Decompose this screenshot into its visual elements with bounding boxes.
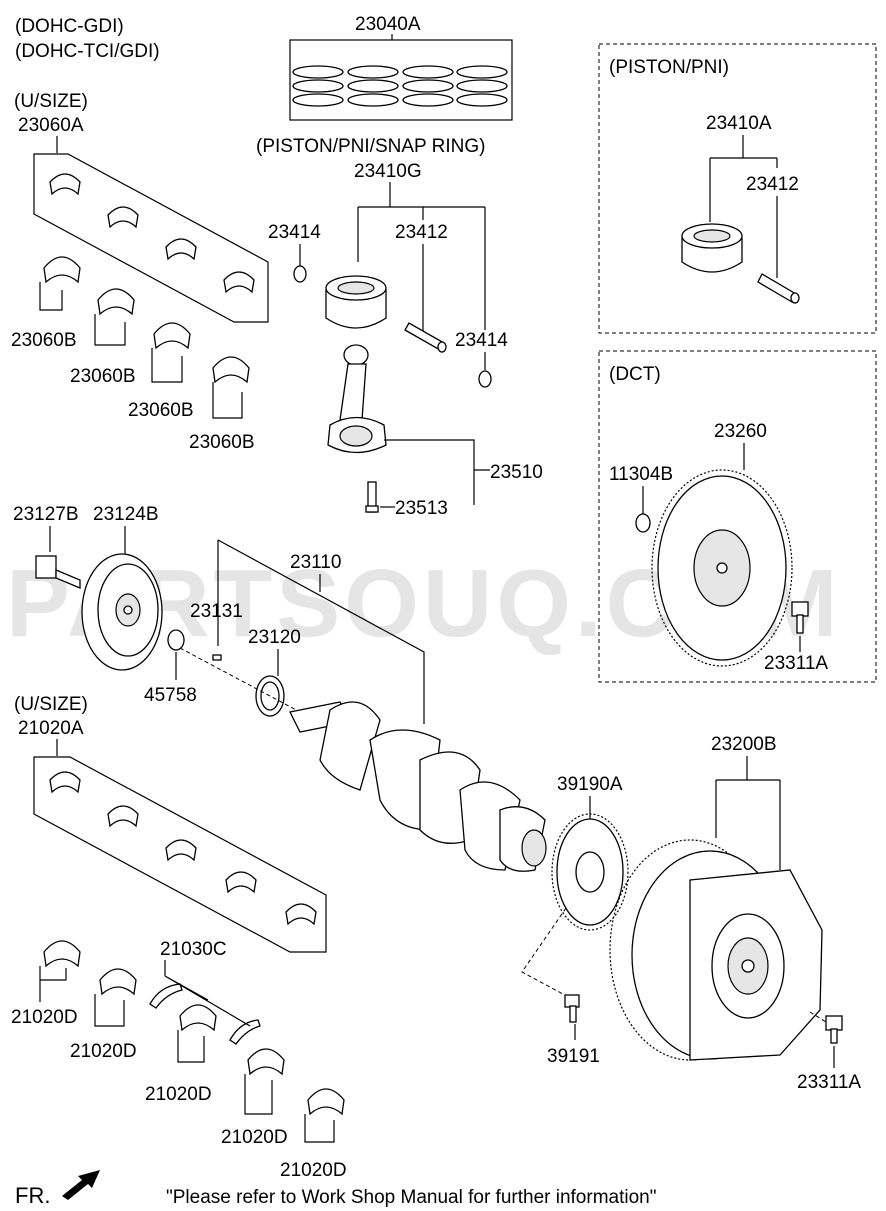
box2-washer[interactable] <box>635 513 651 533</box>
rod-bearing-halves[interactable] <box>43 256 250 384</box>
main-bearing-set[interactable] <box>33 756 327 953</box>
label-main-bearing-3: 21020D <box>145 1084 212 1105</box>
label-washer: 45758 <box>144 685 197 706</box>
variant-label-tci: (DOHC-TCI/GDI) <box>15 41 160 62</box>
label-box1-piston: 23410A <box>706 113 772 134</box>
label-main-bearing-1: 21020D <box>11 1007 78 1028</box>
plate-bolt[interactable] <box>564 994 580 1023</box>
drive-plate[interactable] <box>551 813 629 931</box>
label-piston-pin: 23412 <box>395 222 448 243</box>
snap-ring-left[interactable] <box>293 265 307 283</box>
flywheel-bolt[interactable] <box>825 1015 843 1044</box>
label-lower-usize: (U/SIZE) <box>14 694 88 715</box>
rod-bearing-set[interactable] <box>33 153 269 323</box>
front-arrow-icon <box>62 1170 100 1200</box>
snap-ring-right[interactable] <box>478 370 492 388</box>
piston-ring-set[interactable] <box>289 39 513 121</box>
label-rod-bearing-set: 23060A <box>18 115 84 136</box>
label-box2-washer: 11304B <box>609 464 673 485</box>
box1-piston-pin[interactable] <box>757 273 800 304</box>
label-main-bearing-2: 21020D <box>70 1041 137 1062</box>
label-flywheel-bolt: 23311A <box>797 1072 861 1093</box>
dual-mass-flywheel[interactable] <box>609 839 823 1061</box>
label-rod-bearing-3: 23060B <box>128 400 194 421</box>
rod-bolt[interactable] <box>365 481 379 513</box>
main-bearing-halves[interactable] <box>43 940 345 1116</box>
piston-pin[interactable] <box>404 322 447 353</box>
box2-title: (DCT) <box>609 364 661 385</box>
label-pulley-bolt: 23127B <box>13 504 79 525</box>
piston[interactable] <box>325 275 387 329</box>
washer-45758[interactable] <box>167 629 185 651</box>
label-box2-flywheel: 23260 <box>714 421 767 442</box>
box1-piston[interactable] <box>681 223 743 273</box>
label-snap-ring-right: 23414 <box>455 330 508 351</box>
crank-pulley[interactable] <box>81 553 163 671</box>
dct-box <box>598 350 877 683</box>
label-box1-pin: 23412 <box>746 174 799 195</box>
variant-label-gdi: (DOHC-GDI) <box>15 16 124 37</box>
box2-flywheel[interactable] <box>651 469 793 667</box>
box1-title: (PISTON/PNI) <box>609 57 729 78</box>
crankshaft[interactable] <box>289 701 547 872</box>
label-ring-set: 23040A <box>355 14 421 35</box>
label-snap-ring-left: 23414 <box>268 222 321 243</box>
crank-key[interactable] <box>212 654 222 661</box>
label-rod-bearing-1: 23060B <box>11 330 77 351</box>
label-rod-bearing-2: 23060B <box>70 366 136 387</box>
label-pulley: 23124B <box>93 504 159 525</box>
box2-bolt[interactable] <box>791 601 809 634</box>
label-main-bearing-4: 21020D <box>221 1127 288 1148</box>
pulley-bolt[interactable] <box>35 555 81 589</box>
label-box2-bolt: 23311A <box>764 653 828 674</box>
label-rod-bearing-4: 23060B <box>189 432 255 453</box>
footer-note: "Please refer to Work Shop Manual for fu… <box>166 1187 656 1208</box>
label-rod-bolt: 23513 <box>395 498 448 519</box>
label-sprocket: 23120 <box>248 627 301 648</box>
connecting-rod[interactable] <box>327 344 387 454</box>
label-drive-plate: 39190A <box>557 774 623 795</box>
label-rod-assy: 23510 <box>490 462 543 483</box>
label-main-bearing-5: 21020D <box>280 1160 347 1181</box>
label-plate-bolt: 39191 <box>547 1046 600 1067</box>
label-flywheel: 23200B <box>711 734 777 755</box>
label-crankshaft: 23110 <box>290 552 341 573</box>
piston-pni-box <box>598 43 877 334</box>
front-direction-label: FR. <box>15 1183 50 1208</box>
label-main-bearing-set: 21020A <box>18 718 84 739</box>
label-piston-pni-snap: (PISTON/PNI/SNAP RING) <box>256 136 485 157</box>
label-piston-assy: 23410G <box>354 161 422 182</box>
thrust-bearings[interactable] <box>149 983 261 1045</box>
label-key: 23131 <box>190 601 243 622</box>
label-upper-usize: (U/SIZE) <box>14 91 88 112</box>
label-thrust-bearing: 21030C <box>160 939 227 960</box>
